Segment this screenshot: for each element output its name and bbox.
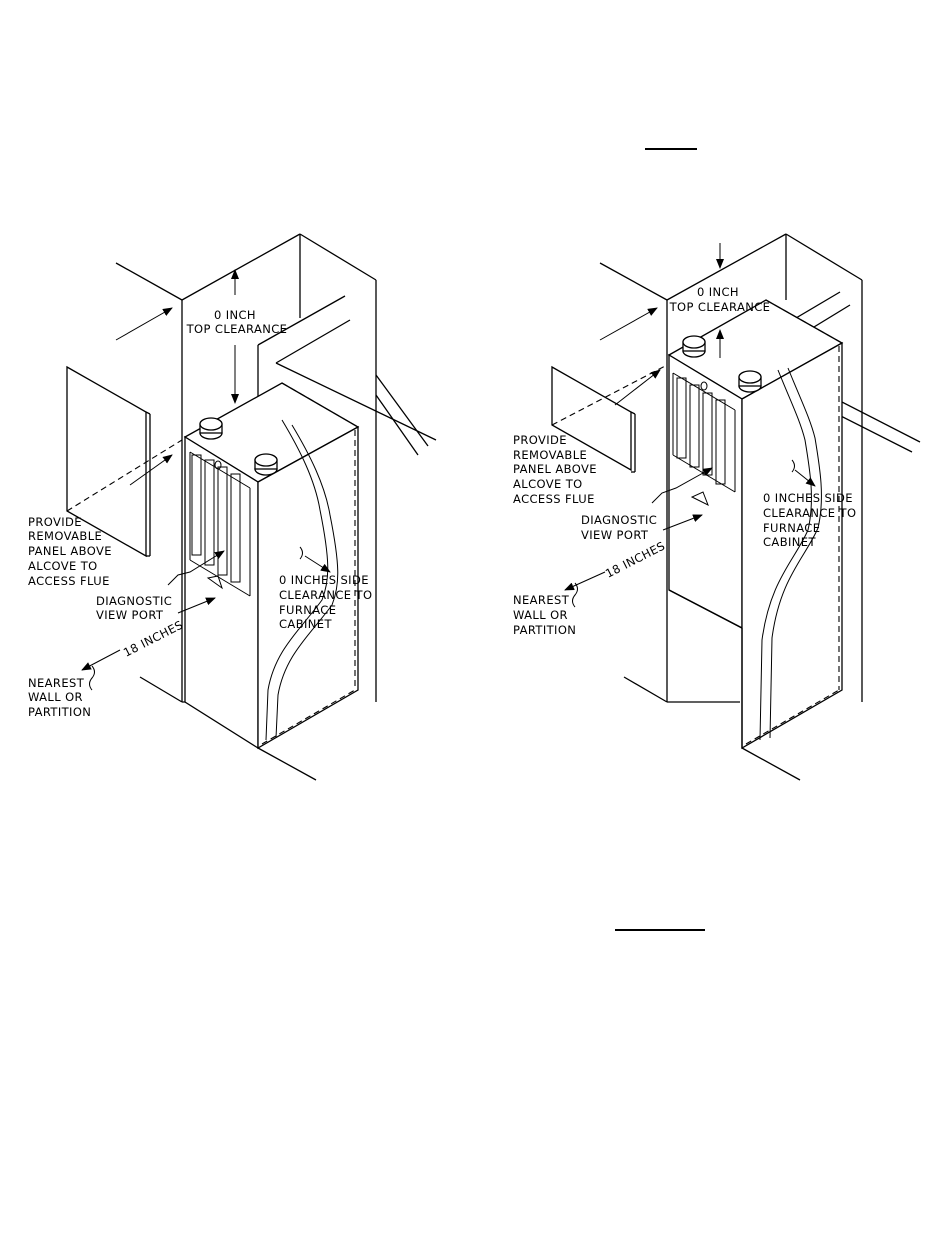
- svg-text:0 INCHES SIDE CLEARANCE: 0 INCHES SIDE CLEARANCE TO FURNACE CABIN…: [763, 491, 860, 549]
- left-view-port-icon: [214, 460, 222, 470]
- svg-text:0 INCH TOP CLEARANCE: 0 INCH TOP CLEARANCE: [186, 308, 288, 336]
- left-side-clearance-line3: FURNACE: [279, 603, 336, 617]
- left-alcove-walls: [115, 233, 437, 703]
- right-top-clearance-line1: 0 INCH: [697, 285, 739, 299]
- right-nearest-wall-line3: PARTITION: [513, 623, 576, 637]
- right-front-clearance: 18 INCHES: [603, 539, 667, 581]
- svg-text:0 INCH TOP CLEARANCE: 0 INCH TOP CLEARANCE: [669, 285, 771, 314]
- right-furnace-cabinet: [667, 299, 844, 781]
- right-panel-note-line2: REMOVABLE: [513, 448, 587, 462]
- right-flue-collars: [682, 335, 762, 393]
- right-view-port-icon: [700, 381, 708, 391]
- left-top-clearance-line1: 0 INCH: [214, 308, 256, 322]
- left-nearest-wall-line3: PARTITION: [28, 705, 91, 719]
- left-side-clearance-line2: CLEARANCE TO: [279, 588, 372, 602]
- svg-text:NEAREST WALL OR PA: NEAREST WALL OR PARTITION: [28, 676, 91, 719]
- right-side-clearance-line2: CLEARANCE TO: [763, 506, 856, 520]
- right-panel-note-line3: PANEL ABOVE: [513, 462, 597, 476]
- svg-text:NEAREST WALL OR PA: NEAREST WALL OR PARTITION: [513, 593, 576, 637]
- left-side-clearance-line4: CABINET: [279, 617, 332, 631]
- left-panel-note-line5: ACCESS FLUE: [28, 574, 110, 588]
- svg-text:PROVIDE REMOVABLE: PROVIDE REMOVABLE PANEL ABOVE ALCOVE TO …: [28, 515, 116, 588]
- left-diagnostic-line2: VIEW PORT: [96, 608, 164, 622]
- left-side-clearance-line1: 0 INCHES SIDE: [279, 573, 369, 587]
- right-side-clearance-line3: FURNACE: [763, 521, 820, 535]
- left-arrows: [81, 269, 331, 691]
- right-nearest-wall-line1: NEAREST: [513, 593, 570, 607]
- left-panel-note-line2: REMOVABLE: [28, 529, 102, 543]
- right-diagnostic-line2: VIEW PORT: [581, 528, 649, 542]
- right-removable-panel: [551, 364, 668, 473]
- left-nearest-wall-line2: WALL OR: [28, 690, 83, 704]
- left-panel-note-line3: PANEL ABOVE: [28, 544, 112, 558]
- right-panel-note-line5: ACCESS FLUE: [513, 492, 595, 506]
- right-panel-note-line1: PROVIDE: [513, 433, 567, 447]
- left-removable-panel: [66, 365, 183, 558]
- left-panel-note-line4: ALCOVE TO: [28, 559, 98, 573]
- left-flue-collars: [199, 417, 278, 476]
- left-top-clearance-line2: TOP CLEARANCE: [186, 322, 288, 336]
- left-figure: 0 INCH TOP CLEARANCE PROVIDE REMOVABLE P…: [28, 233, 437, 781]
- left-diagnostic-line1: DIAGNOSTIC: [96, 594, 172, 608]
- right-nearest-wall-line2: WALL OR: [513, 608, 568, 622]
- left-panel-note-line1: PROVIDE: [28, 515, 82, 529]
- left-front-clearance: 18 INCHES: [121, 618, 185, 660]
- left-furnace-cabinet: [183, 382, 360, 781]
- right-diagnostic-line1: DIAGNOSTIC: [581, 513, 657, 527]
- right-arrows: [564, 243, 816, 608]
- right-side-clearance-line1: 0 INCHES SIDE: [763, 491, 853, 505]
- right-panel-note-line4: ALCOVE TO: [513, 477, 583, 491]
- right-side-clearance-line4: CABINET: [763, 535, 816, 549]
- left-nearest-wall-line1: NEAREST: [28, 676, 85, 690]
- right-figure: 0 INCH TOP CLEARANCE PROVIDE REMOVABLE P…: [513, 233, 921, 781]
- svg-text:PROVIDE REMOVABLE: PROVIDE REMOVABLE PANEL ABOVE ALCOVE TO …: [513, 433, 601, 506]
- svg-text:DIAGNOSTIC VIEW PORT: DIAGNOSTIC VIEW PORT: [96, 594, 176, 622]
- svg-text:0 INCHES SIDE CLEARANCE: 0 INCHES SIDE CLEARANCE TO FURNACE CABIN…: [279, 573, 376, 631]
- right-top-clearance-line2: TOP CLEARANCE: [669, 300, 771, 314]
- svg-text:DIAGNOSTIC VIEW PORT: DIAGNOSTIC VIEW PORT: [581, 513, 661, 542]
